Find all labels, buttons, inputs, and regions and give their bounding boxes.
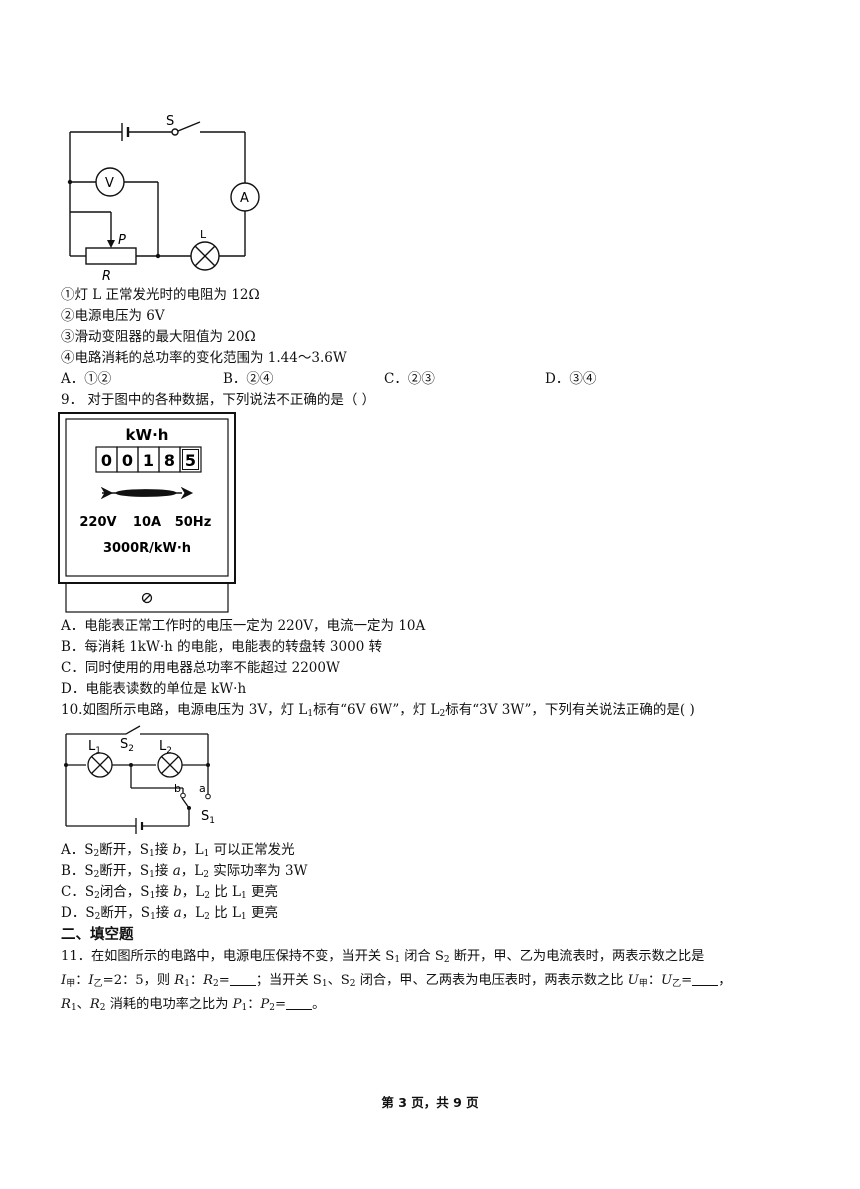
circuit-diagram-q10: L1 S2 L2 b a S1: [64, 725, 215, 834]
page-number-footer: 第 3 页，共 9 页: [381, 1095, 479, 1110]
q8-option-c[interactable]: C．②③: [384, 371, 435, 387]
switch-s1-label: S1: [201, 809, 215, 826]
meter-digit-2: 0: [122, 451, 133, 470]
q11-line-3: R1、R2 消耗的电功率之比为 P1：P2=。: [61, 995, 326, 1013]
q11-blank-3[interactable]: [286, 995, 313, 1010]
q10-option-d[interactable]: D．S2断开，S1接 a，L2 比 L1 更亮: [61, 905, 278, 922]
meter-digit-3: 1: [143, 451, 154, 470]
meter-digit-5: 5: [185, 451, 196, 470]
slider-label: P: [118, 233, 126, 248]
q8-option-b[interactable]: B．②④: [223, 371, 274, 387]
q8-option-a[interactable]: A．①②: [61, 371, 112, 387]
meter-digit-1: 0: [101, 451, 112, 470]
q11-line-1: 11．在如图所示的电路中，电源电压保持不变，当开关 S1 闭合 S2 断开，甲、…: [61, 949, 705, 965]
energy-meter-figure: kW·h 0 0 1 8 5 220V 10A 50Hz 3000R/kW·h: [58, 412, 236, 613]
q8-statement-2: ②电源电压为 6V: [61, 308, 165, 324]
lamp-l2-label: L2: [159, 739, 172, 756]
q8-options: A．①② B．②④ C．②③ D．③④: [61, 369, 781, 389]
q9-option-a[interactable]: A．电能表正常工作时的电压一定为 220V，电流一定为 10A: [61, 618, 426, 634]
meter-unit: kW·h: [126, 426, 169, 444]
switch-s2-label: S2: [120, 737, 134, 754]
q9-stem: 9． 对于图中的各种数据，下列说法不正确的是（ ）: [61, 392, 376, 408]
q9-option-d[interactable]: D．电能表读数的单位是 kW·h: [61, 681, 247, 697]
circuit-diagram-q8: S V A L P R: [67, 114, 260, 284]
voltmeter-label: V: [105, 176, 114, 191]
meter-digit-4: 8: [164, 451, 175, 470]
meter-constant: 3000R/kW·h: [103, 541, 191, 556]
q9-option-c[interactable]: C．同时使用的用电器总功率不能超过 2200W: [61, 660, 340, 676]
q11-blank-2[interactable]: [692, 971, 719, 986]
contact-a-label: a: [199, 782, 206, 795]
q11-blank-1[interactable]: [229, 971, 256, 986]
q8-statement-3: ③滑动变阻器的最大阻值为 20Ω: [61, 329, 256, 345]
q10-stem: 10.如图所示电路，电源电压为 3V，灯 L1标有“6V 6W”，灯 L2标有“…: [61, 702, 695, 719]
q8-statement-4: ④电路消耗的总功率的变化范围为 1.44～3.6W: [61, 350, 347, 366]
switch-label: S: [166, 114, 174, 129]
meter-rating-current: 10A: [133, 515, 161, 530]
resistor-label: R: [102, 269, 111, 284]
q9-option-b[interactable]: B．每消耗 1kW·h 的电能，电能表的转盘转 3000 转: [61, 639, 383, 655]
meter-rating-voltage: 220V: [79, 515, 116, 530]
q11-line-2: I甲：I乙=2：5，则 R1：R2=；当开关 S1、S2 闭合，甲、乙两表为电压…: [61, 971, 732, 989]
meter-rating-frequency: 50Hz: [175, 515, 212, 530]
q10-option-a[interactable]: A．S2断开，S1接 b，L1 可以正常发光: [61, 842, 295, 859]
q10-option-b[interactable]: B．S2断开，S1接 a，L2 实际功率为 3W: [61, 863, 308, 880]
q8-option-d[interactable]: D．③④: [545, 371, 597, 387]
section-title-fill-in: 二、填空题: [61, 927, 134, 943]
q10-option-c[interactable]: C．S2闭合，S1接 b，L2 比 L1 更亮: [61, 884, 279, 901]
ammeter-label: A: [240, 191, 249, 206]
lamp-l1-label: L1: [88, 739, 101, 756]
contact-b-label: b: [174, 782, 181, 795]
lamp-label: L: [200, 228, 207, 241]
q8-statement-1: ①灯 L 正常发光时的电阻为 12Ω: [61, 287, 260, 303]
